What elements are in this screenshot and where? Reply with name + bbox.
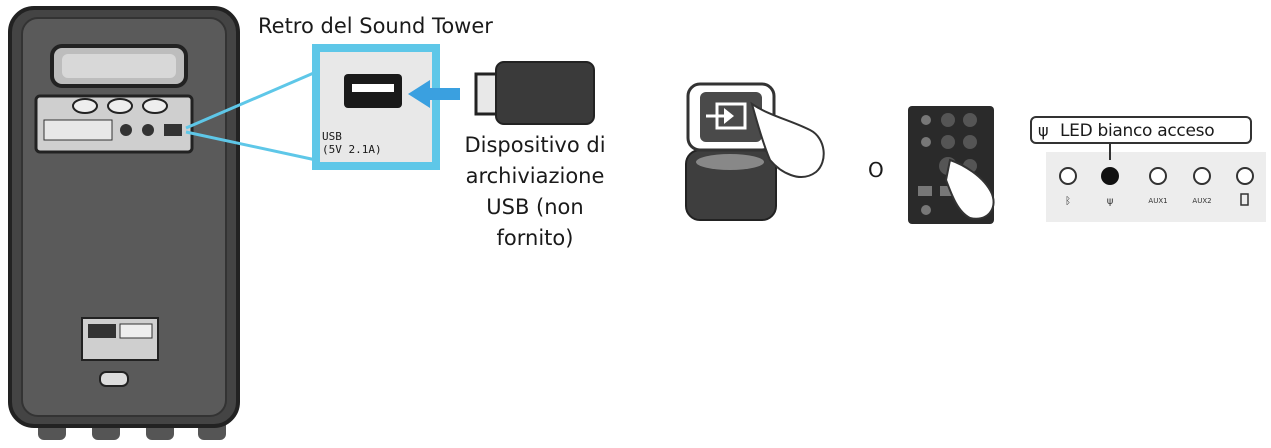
title-rear-sound-tower: Retro del Sound Tower [258, 14, 493, 38]
led-usb [1101, 167, 1119, 185]
led-panel: ᛒ ψ AUX1 AUX2 [1046, 140, 1266, 222]
insert-arrow [408, 80, 460, 108]
usb-device-label: Dispositivo di archiviazione USB (non fo… [440, 130, 630, 254]
led-callout-text: LED bianco acceso [1060, 121, 1215, 141]
usb-port-label: USB (5V 2.1A) [322, 130, 382, 156]
battery-icon [1240, 193, 1249, 206]
usb-device-label-line4: fornito) [496, 226, 574, 250]
usb-port-zoom [312, 44, 440, 170]
speaker-lower-panel [81, 317, 159, 387]
usb-icon: ψ [1038, 121, 1049, 140]
usb-port-label-line2: (5V 2.1A) [322, 143, 382, 156]
speaker-top-panel [685, 82, 777, 221]
led-bluetooth [1059, 167, 1077, 185]
led-aux2 [1193, 167, 1211, 185]
usb-port-label-line1: USB [322, 130, 342, 143]
usb-device-label-line1: Dispositivo di [464, 133, 606, 157]
led-battery [1236, 167, 1254, 185]
aux2-label: AUX2 [1192, 197, 1211, 205]
or-label: O [868, 158, 884, 182]
usb-device-label-line3: USB (non [486, 195, 584, 219]
usb-icon: ψ [1107, 196, 1114, 207]
aux1-label: AUX1 [1148, 197, 1167, 205]
led-callout: ψ LED bianco acceso [1030, 116, 1252, 144]
speaker-connector-panel [34, 94, 194, 154]
led-aux1 [1149, 167, 1167, 185]
usb-device-label-line2: archiviazione [465, 164, 605, 188]
usb-storage-device [474, 61, 595, 125]
bluetooth-icon: ᛒ [1065, 196, 1071, 207]
hand-icon [750, 101, 825, 178]
remote-control [908, 106, 995, 224]
